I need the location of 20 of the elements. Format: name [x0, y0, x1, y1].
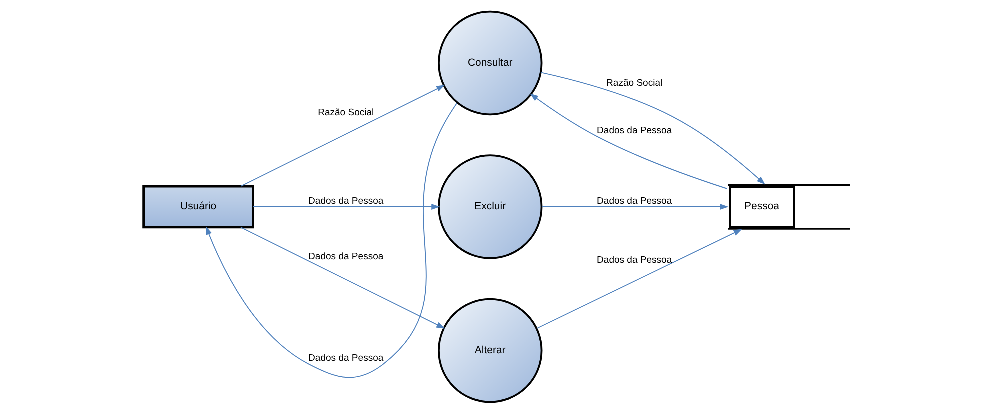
- arrow: [240, 85, 446, 187]
- edge-label: Dados da Pessoa: [308, 251, 384, 262]
- node-circle: Alterar: [438, 298, 543, 404]
- edge-label: Dados da Pessoa: [597, 196, 672, 208]
- edge-label: Razão Social: [606, 78, 663, 90]
- arrow: [206, 102, 458, 378]
- arrow: [542, 204, 729, 210]
- arrow: [536, 229, 742, 330]
- arrow: [530, 94, 728, 190]
- node-circle: Excluir: [438, 154, 543, 260]
- edge-label: Dados da Pessoa: [308, 353, 384, 364]
- edge-label: Dados da Pessoa: [597, 255, 672, 266]
- arrow: [240, 227, 446, 329]
- node-box: Usuário: [142, 185, 254, 229]
- edge-label: Dados da Pessoa: [308, 196, 384, 208]
- arrow: [252, 204, 440, 210]
- edge-label: Razão Social: [318, 108, 374, 119]
- node-circle: Consultar: [438, 10, 543, 116]
- edge-label: Dados da Pessoa: [597, 126, 672, 137]
- arrow: [540, 72, 766, 185]
